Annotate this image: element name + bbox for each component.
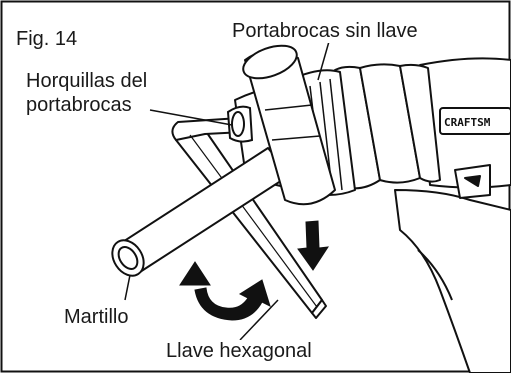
chuck-ring-3 — [399, 63, 441, 183]
hammer-face-top — [242, 44, 298, 80]
figure-number: Fig. 14 — [14, 28, 80, 51]
down-arrow-icon — [297, 220, 329, 271]
label-chuck-jaws-line1: Horquillas del — [24, 70, 150, 93]
direction-arrow-icon — [464, 175, 481, 187]
label-chuck-jaws-line2: portabrocas — [24, 94, 134, 117]
leader-hammer — [124, 274, 131, 301]
hex-key — [171, 117, 327, 319]
brand-text: CRAFTSM — [444, 116, 491, 129]
brand-plate — [439, 107, 511, 135]
handle-contour — [417, 249, 453, 301]
label-hex-key: Llave hexagonal — [164, 340, 314, 363]
leader-hex-key — [239, 299, 279, 341]
leader-jaws — [149, 109, 233, 126]
chuck-jaws — [226, 105, 254, 143]
hex-key-tip — [311, 299, 327, 319]
drill-handle — [394, 189, 511, 373]
leader-lines — [124, 37, 331, 341]
label-hammer: Martillo — [62, 306, 131, 329]
label-keyless-chuck: Portabrocas sin llave — [230, 20, 420, 43]
leader-chuck — [317, 37, 331, 81]
rotate-arrow-icon — [179, 261, 271, 321]
hammer — [111, 44, 336, 277]
